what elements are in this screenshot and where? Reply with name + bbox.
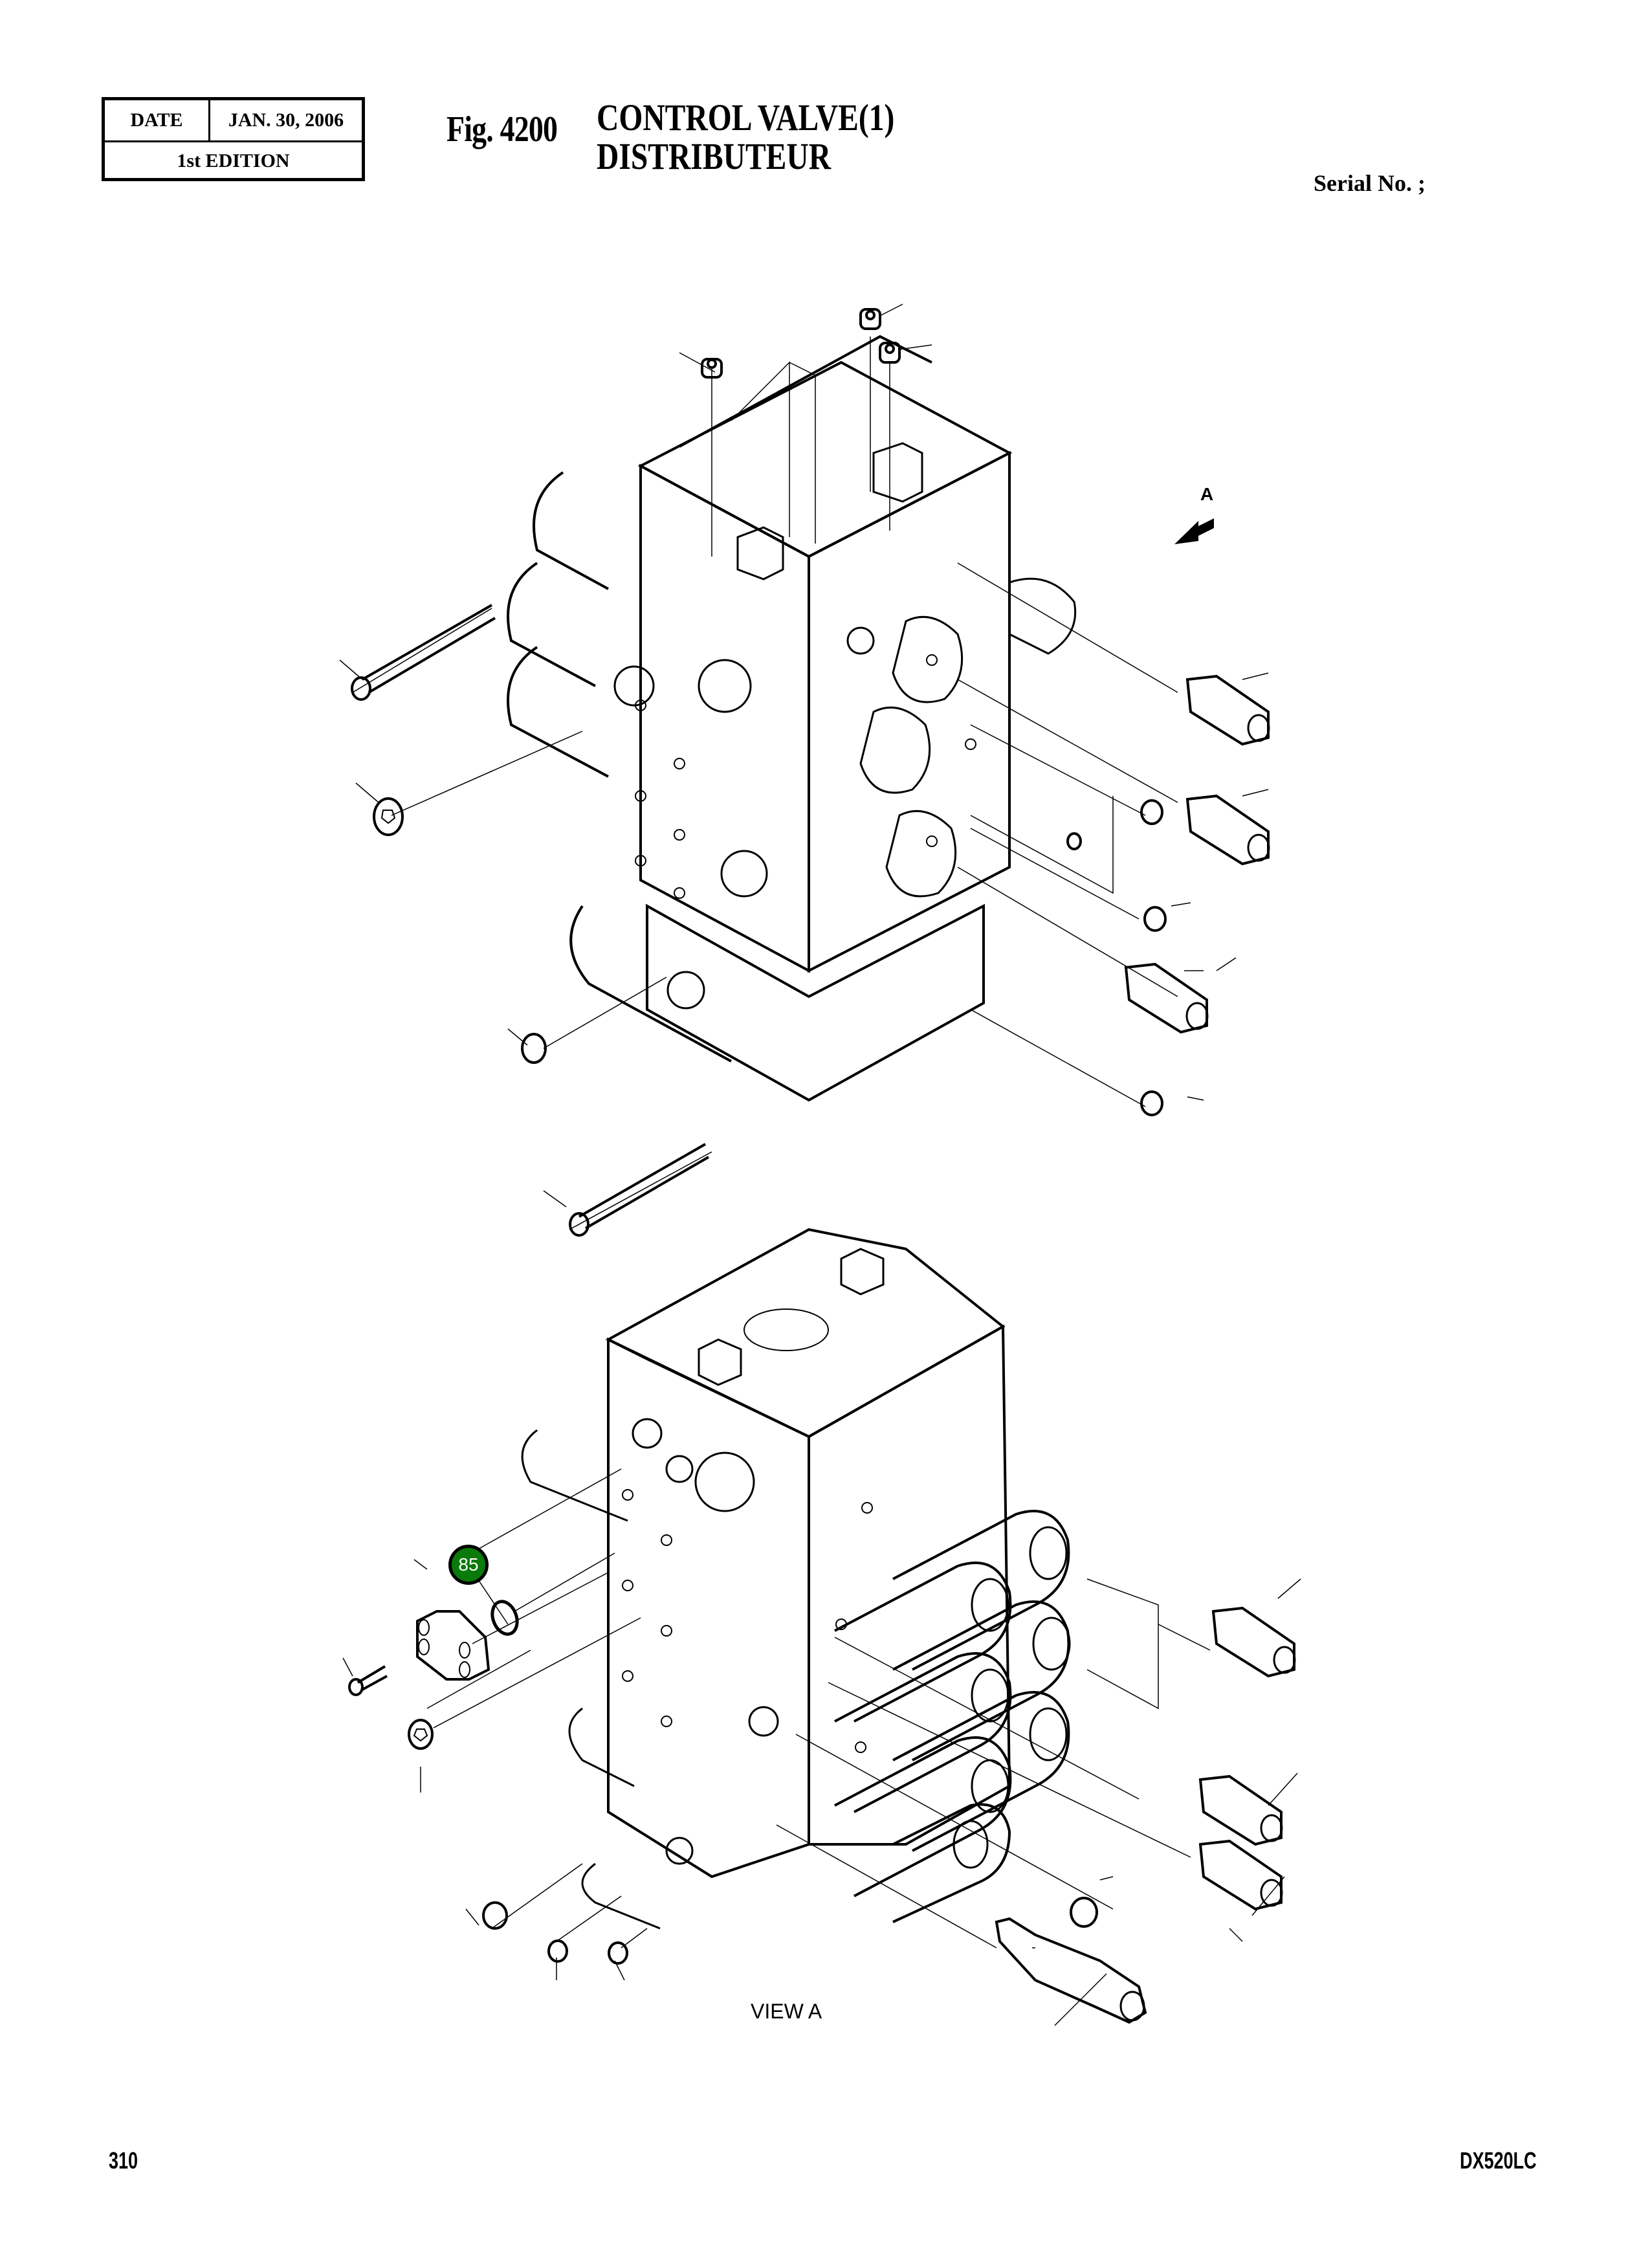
page-title-french: DISTRIBUTEUR [597,135,832,177]
relief-valve [1124,962,1209,1034]
cap-screw [348,1665,388,1696]
plug [608,1941,628,1965]
page-number: 310 [109,2147,138,2174]
part-callout-85[interactable]: 85 [448,1545,489,1585]
relief-valve [1185,794,1270,866]
relief-valve [1185,674,1270,746]
relief-valve [1198,1774,1283,1846]
relief-valve [1198,1839,1283,1911]
lower-leader-lines [342,1468,1301,2026]
flange-cover [416,1610,490,1681]
plug [547,1939,568,1963]
view-a-label: VIEW A [751,2000,822,2023]
upper-loose-parts [351,308,1270,1237]
edition-info-box: DATE JAN. 30, 2006 1st EDITION [102,97,365,181]
page-title-english: CONTROL VALVE(1) [597,96,895,138]
plug [521,1033,547,1064]
plug [1143,906,1167,932]
figure-number: Fig. 4200 [446,109,558,149]
plug [1070,1897,1098,1928]
relief-valve [1211,1606,1296,1678]
model-name: DX520LC [1460,2147,1537,2174]
edition-label: 1st EDITION [177,150,290,171]
serial-number-label: Serial No. ; [1314,170,1426,196]
socket-screw [879,342,901,364]
plug [1140,799,1163,825]
tie-bolt [351,604,496,701]
view-direction-arrow-icon [1174,518,1214,544]
upper-leader-lines [339,304,1269,1230]
lower-valve-assembly [521,1228,1071,1930]
socket-screw [701,358,723,379]
lower-loose-parts [348,1551,1296,2024]
plug [1140,1090,1163,1116]
upper-valve-assembly [507,335,1077,1102]
view-direction-label: A [1200,484,1214,504]
plug [482,1901,508,1930]
date-value: JAN. 30, 2006 [228,109,344,131]
socket-screw [859,308,881,330]
date-label: DATE [105,100,210,140]
main-relief-valve [995,1917,1147,2024]
plug [1066,832,1082,850]
tie-bolt [569,1143,710,1237]
plug [373,797,404,836]
date-row: DATE JAN. 30, 2006 [105,100,362,142]
o-ring [490,1600,519,1636]
plug [408,1719,434,1750]
